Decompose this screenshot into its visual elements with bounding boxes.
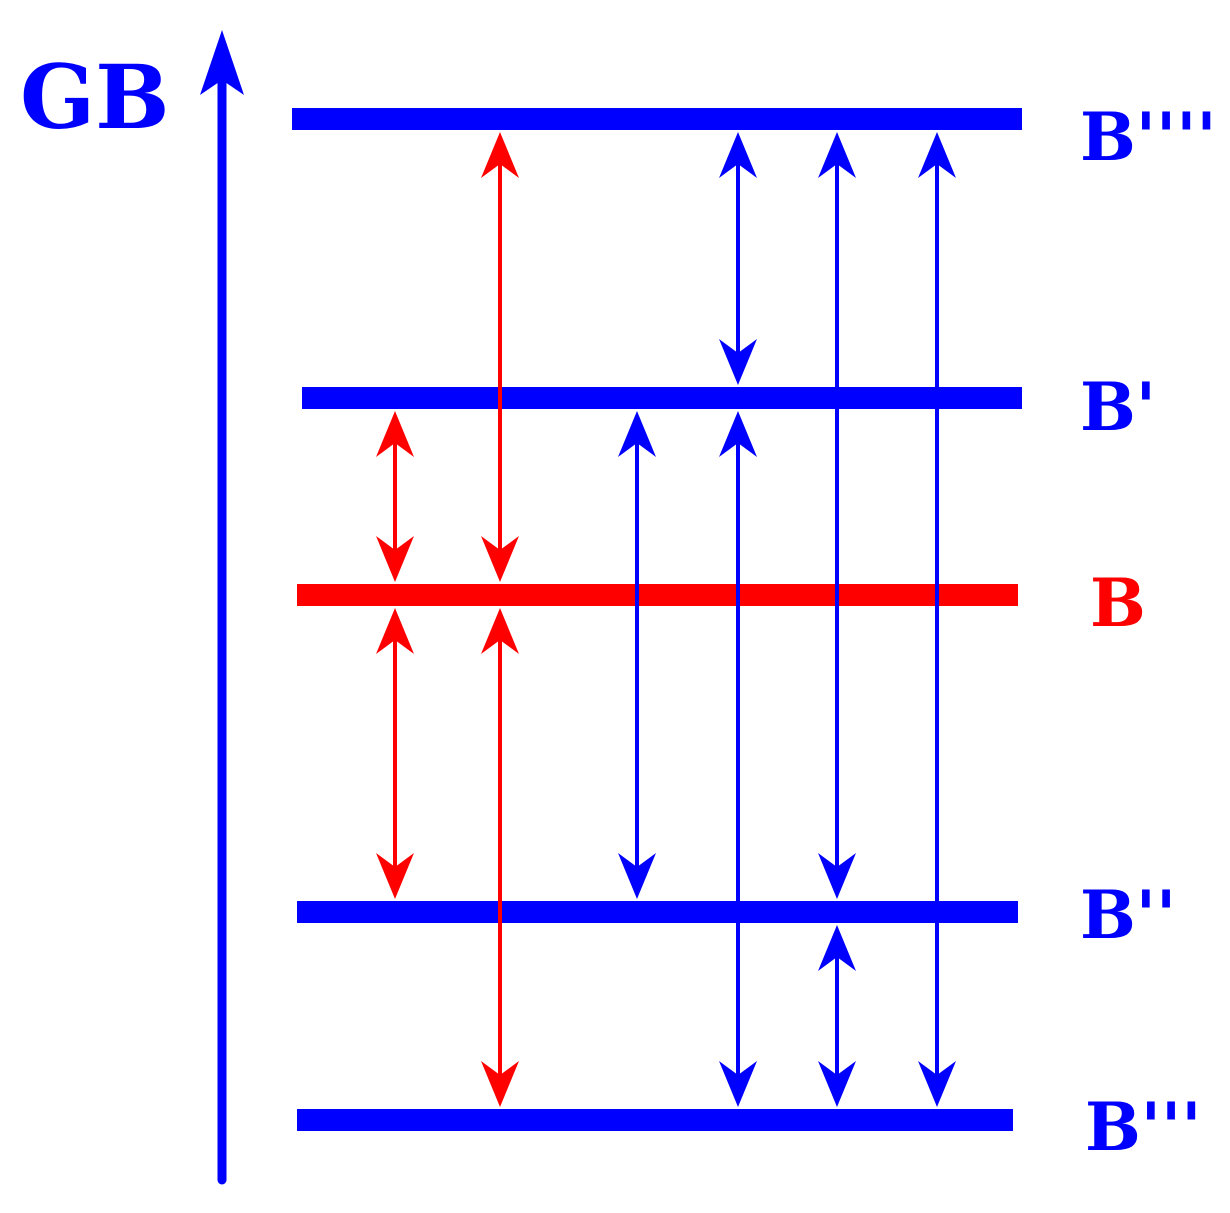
energy-levels — [292, 108, 1022, 1131]
transition-head-down — [481, 536, 519, 582]
transition-arrow-b0-b3 — [481, 608, 519, 1107]
level-labels: B'''' B' B B'' B''' — [1080, 98, 1217, 1166]
transition-head-down — [818, 1061, 856, 1107]
transition-head-up — [918, 132, 956, 178]
level-b1-label: B' — [1080, 368, 1156, 446]
transition-head-up — [818, 132, 856, 178]
gb-axis: GB — [20, 30, 244, 1185]
level-b0-label: B — [1090, 564, 1146, 642]
transition-arrow-b2-b3 — [818, 925, 856, 1107]
level-b4-label: B'''' — [1080, 98, 1217, 176]
transition-head-up — [376, 608, 414, 654]
transition-arrow-b1-b2 — [618, 411, 656, 899]
transition-head-up — [719, 132, 757, 178]
transition-head-up — [481, 608, 519, 654]
transitions — [376, 132, 956, 1107]
transition-head-up — [481, 132, 519, 178]
transition-head-down — [481, 1061, 519, 1107]
transition-arrow-b4-b3 — [918, 132, 956, 1107]
transition-head-down — [719, 339, 757, 385]
transition-head-down — [719, 1061, 757, 1107]
transition-head-up — [618, 411, 656, 457]
transition-head-down — [818, 853, 856, 899]
transition-arrow-b1-b3 — [719, 411, 757, 1107]
transition-arrow-b1-b4 — [719, 132, 757, 385]
transition-arrow-b4-b2 — [818, 132, 856, 899]
transition-arrow-b0-b2 — [376, 608, 414, 899]
transition-arrow-b0-b4 — [481, 132, 519, 582]
transition-head-down — [918, 1061, 956, 1107]
transition-head-up — [818, 925, 856, 971]
transition-head-down — [376, 853, 414, 899]
level-b2-label: B'' — [1080, 876, 1176, 954]
transition-head-up — [376, 411, 414, 457]
level-b3-label: B''' — [1085, 1088, 1201, 1166]
transition-head-up — [719, 411, 757, 457]
transition-head-down — [376, 536, 414, 582]
transition-head-down — [618, 853, 656, 899]
gb-axis-label: GB — [20, 45, 170, 149]
gb-axis-arrowhead — [200, 30, 244, 95]
transition-arrow-b0-b1 — [376, 411, 414, 582]
